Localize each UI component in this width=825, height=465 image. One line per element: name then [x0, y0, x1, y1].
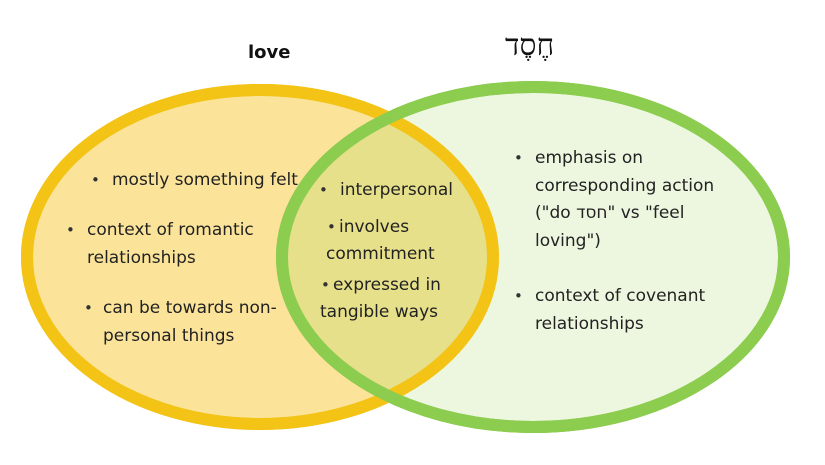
- bullet: •: [327, 218, 336, 236]
- hesed-item-covenant-line2: relationships: [535, 314, 644, 334]
- love-item-nonpersonal-line1: can be towards non-: [103, 298, 277, 318]
- love-item-felt: mostly something felt: [112, 170, 298, 190]
- overlap-item-tangible-line2: tangible ways: [320, 302, 438, 322]
- overlap-region: [282, 90, 493, 424]
- love-item-nonpersonal-line2: personal things: [103, 326, 235, 346]
- hesed-item-covenant-line1: context of covenant: [535, 286, 706, 306]
- bullet: •: [514, 287, 523, 305]
- hesed-title: חֶסֶד: [505, 28, 555, 63]
- hesed-item-emphasis-line1: emphasis on: [535, 148, 644, 168]
- overlap-item-commitment-line2: commitment: [326, 244, 435, 264]
- overlap-item-interpersonal: interpersonal: [340, 180, 454, 200]
- love-circle-outline: [21, 84, 499, 430]
- bullet: •: [91, 171, 100, 189]
- hesed-item-emphasis-line4: loving"): [535, 231, 601, 251]
- love-item-romantic-line1: context of romantic: [87, 220, 254, 240]
- bullet: •: [66, 221, 75, 239]
- bullet: •: [319, 181, 328, 199]
- love-item-romantic-line2: relationships: [87, 248, 196, 268]
- love-title: love: [248, 42, 291, 63]
- bullet: •: [84, 299, 93, 317]
- overlap-item-commitment-line1: involves: [339, 217, 410, 237]
- bullet: •: [514, 149, 523, 167]
- bullet: •: [321, 276, 330, 294]
- overlap-item-tangible-line1: expressed in: [333, 275, 441, 295]
- hesed-circle-outline: [276, 81, 790, 433]
- hesed-item-emphasis-line3: ("do חסד" vs "feel: [535, 203, 685, 223]
- hesed-item-emphasis-line2: corresponding action: [535, 176, 715, 196]
